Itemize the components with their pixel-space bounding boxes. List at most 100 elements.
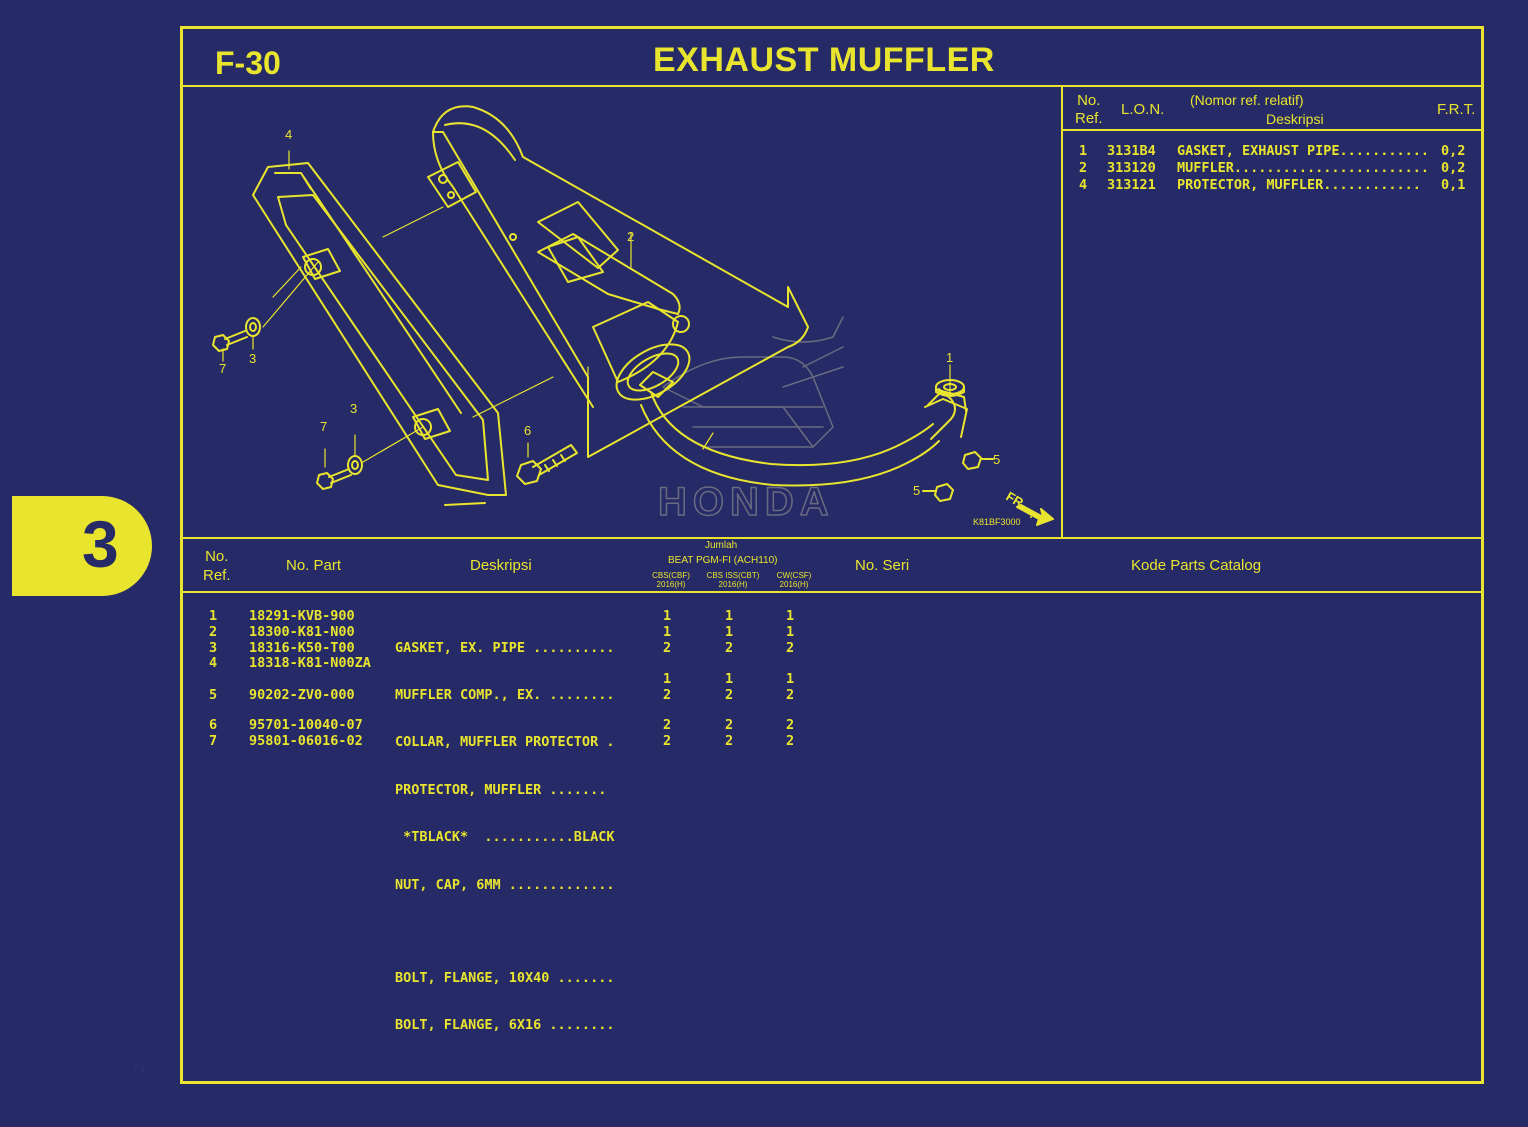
- parts-row-qty: 2: [725, 686, 734, 703]
- lon-row-code: 3131B4: [1107, 143, 1156, 159]
- callout-3b: 3: [249, 351, 256, 366]
- parts-row-number: 18316-K50-T00: [249, 639, 355, 656]
- parts-row-desc: BOLT, FLANGE, 10X40 .......: [395, 969, 615, 986]
- parts-row-qty: 1: [663, 608, 672, 624]
- lon-header-divider: [1063, 129, 1483, 131]
- parts-row-qty: 1: [725, 608, 734, 624]
- parts-row-desc: COLLAR, MUFFLER PROTECTOR .: [395, 734, 615, 751]
- section-tab: 3: [12, 496, 152, 596]
- lon-row-code: 313120: [1107, 160, 1156, 176]
- parts-row-qty: 1: [786, 671, 795, 688]
- parts-row-qty: 2: [786, 686, 795, 703]
- flange-bolts-6x16: [212, 330, 352, 490]
- parts-row-qty: 2: [786, 716, 795, 733]
- muffler-body: [427, 105, 809, 458]
- parts-header-top-divider: [183, 537, 1481, 539]
- parts-row-qty: [786, 656, 794, 672]
- muffler-protector-collars: [245, 317, 363, 475]
- callout-5a: 5: [993, 452, 1000, 467]
- parts-header-model: BEAT PGM-FI (ACH110): [668, 555, 778, 566]
- parts-desc-column: GASKET, EX. PIPE .......... MUFFLER COMP…: [395, 609, 614, 1065]
- parts-row-desc: PROTECTOR, MUFFLER .......: [395, 781, 607, 798]
- lon-header-desc: Deskripsi: [1266, 111, 1324, 127]
- parts-header-desc: Deskripsi: [470, 557, 532, 574]
- callout-numbers: 4 2 1 5 5 6 7 7 3 3: [219, 127, 1000, 498]
- parts-row-ref: 5: [209, 686, 218, 703]
- section-tab-number: 3: [82, 507, 119, 581]
- parts-row-number: 95701-10040-07: [249, 716, 363, 733]
- svg-text:HONDA: HONDA: [658, 480, 835, 524]
- lon-row-frt: 0,2: [1441, 160, 1466, 176]
- parts-row-ref: 3: [209, 639, 218, 656]
- lon-row-desc: GASKET, EXHAUST PIPE...........: [1177, 143, 1429, 159]
- parts-header-jumlah: Jumlah: [705, 540, 738, 551]
- parts-row-number: 95801-06016-02: [249, 732, 363, 749]
- parts-header-variant-2: CBS ISS(CBT) 2016(H): [706, 571, 760, 589]
- parts-row-desc: GASKET, EX. PIPE ..........: [395, 639, 615, 656]
- parts-row-qty: 1: [663, 671, 672, 688]
- lon-row-desc: PROTECTOR, MUFFLER............: [1177, 177, 1421, 193]
- catalog-page-frame: F-30 EXHAUST MUFFLER No. Ref. L.O.N. (No…: [180, 26, 1484, 1084]
- lon-row-frt: 0,1: [1441, 177, 1466, 193]
- parts-header-part: No. Part: [286, 557, 342, 574]
- parts-row-desc: MUFFLER COMP., EX. ........: [395, 686, 615, 703]
- lon-desc-column: GASKET, EXHAUST PIPE........... MUFFLER.…: [1177, 143, 1429, 194]
- callout-7a: 7: [320, 419, 327, 434]
- lon-header-lon: L.O.N.: [1121, 101, 1165, 118]
- parts-row-qty: 2: [786, 732, 795, 749]
- parts-ref-column: 1 2 3 4 5 6 7: [209, 608, 218, 749]
- cap-nuts: [922, 451, 994, 502]
- parts-header-catalog-code: Kode Parts Catalog: [1131, 557, 1262, 574]
- lon-row-ref: 2: [1079, 160, 1088, 176]
- parts-row-number: [249, 672, 371, 688]
- parts-row-ref: 1: [209, 608, 218, 624]
- title-divider: [183, 85, 1481, 87]
- parts-row-qty: 2: [663, 639, 672, 656]
- callout-5b: 5: [913, 483, 920, 498]
- honda-watermark: HONDA: [657, 316, 844, 525]
- lon-header-desc-top: (Nomor ref. relatif): [1190, 92, 1304, 108]
- parts-header-serial: No. Seri: [855, 557, 910, 574]
- parts-row-ref: 6: [209, 716, 218, 733]
- lon-row-code: 313121: [1107, 177, 1156, 193]
- lon-row-desc: MUFFLER........................: [1177, 160, 1429, 176]
- lon-header-frt: F.R.T.: [1437, 101, 1476, 118]
- parts-row-qty: 1: [725, 623, 734, 640]
- callout-2: 2: [627, 229, 634, 244]
- parts-row-number: 90202-ZV0-000: [249, 686, 355, 703]
- parts-header-variant-3: CW(CSF) 2016(H): [776, 571, 812, 589]
- lon-row-ref: 1: [1079, 143, 1088, 159]
- parts-row-qty: 1: [786, 623, 795, 640]
- parts-row-qty: 2: [663, 732, 672, 749]
- lon-code-column: 3131B4 313120 313121: [1107, 143, 1156, 194]
- lon-frt-column: 0,2 0,2 0,1: [1441, 143, 1465, 194]
- callout-3a: 3: [350, 401, 357, 416]
- callout-leaders: [222, 150, 951, 468]
- page-title: EXHAUST MUFFLER: [653, 41, 995, 79]
- parts-row-ref: 4: [209, 655, 218, 672]
- parts-row-qty: 2: [663, 686, 672, 703]
- parts-row-number: 18291-KVB-900: [249, 608, 355, 624]
- parts-row-qty: 1: [663, 623, 672, 640]
- parts-row-ref: [209, 672, 217, 688]
- callout-6: 6: [524, 423, 531, 438]
- parts-qty-col-3: 1 1 2 1 2 2 2: [786, 608, 795, 749]
- exhaust-muffler-diagram: HONDA: [212, 105, 1054, 527]
- lon-row-frt: 0,2: [1441, 143, 1466, 159]
- parts-qty-col-2: 1 1 2 1 2 2 2: [725, 608, 734, 749]
- parts-row-desc: BOLT, FLANGE, 6X16 ........: [395, 1016, 615, 1033]
- parts-row-qty: 2: [725, 732, 734, 749]
- parts-row-qty: 2: [725, 716, 734, 733]
- parts-qty-col-1: 1 1 2 1 2 2 2: [663, 608, 672, 749]
- callout-1: 1: [946, 350, 953, 365]
- diagram-lon-divider: [1061, 85, 1063, 537]
- parts-header-variant-1: CBS(CBF) 2016(H): [652, 571, 690, 589]
- parts-row-qty: 1: [786, 608, 795, 624]
- lon-ref-column: 1 2 4: [1079, 143, 1087, 194]
- parts-row-qty: 2: [786, 639, 795, 656]
- parts-header-ref: No. Ref.: [203, 548, 231, 584]
- parts-row-qty: 2: [663, 716, 672, 733]
- lon-header-ref: No. Ref.: [1075, 92, 1103, 127]
- parts-header-bottom-divider: [183, 591, 1481, 593]
- parts-row-ref: 2: [209, 623, 218, 640]
